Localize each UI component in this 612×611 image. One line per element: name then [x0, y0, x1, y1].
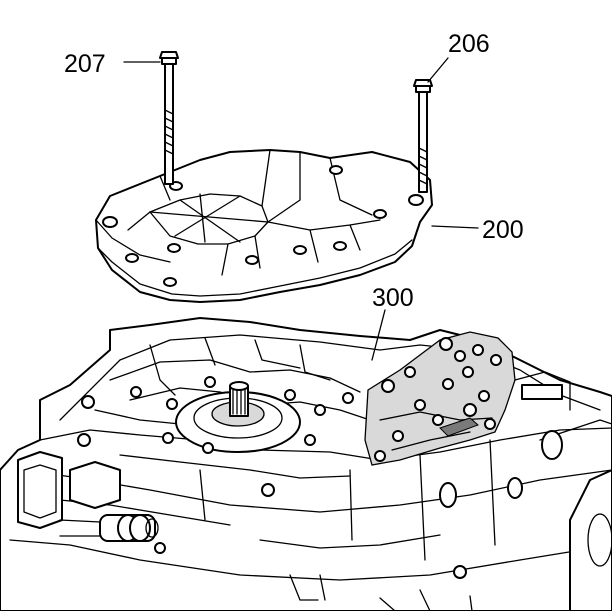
valve-body-assembly — [0, 317, 612, 611]
plate-bolts — [374, 337, 502, 462]
callout-207: 207 — [64, 50, 106, 78]
leader-lines — [123, 57, 479, 361]
cover-plate-holes — [102, 165, 424, 287]
callout-206: 206 — [448, 30, 490, 58]
callout-200: 200 — [482, 216, 524, 244]
bolt-207 — [159, 51, 179, 185]
callout-300: 300 — [372, 284, 414, 312]
deck-bolts — [77, 376, 467, 579]
cover-plate — [95, 149, 433, 303]
bolt-206 — [413, 79, 433, 193]
